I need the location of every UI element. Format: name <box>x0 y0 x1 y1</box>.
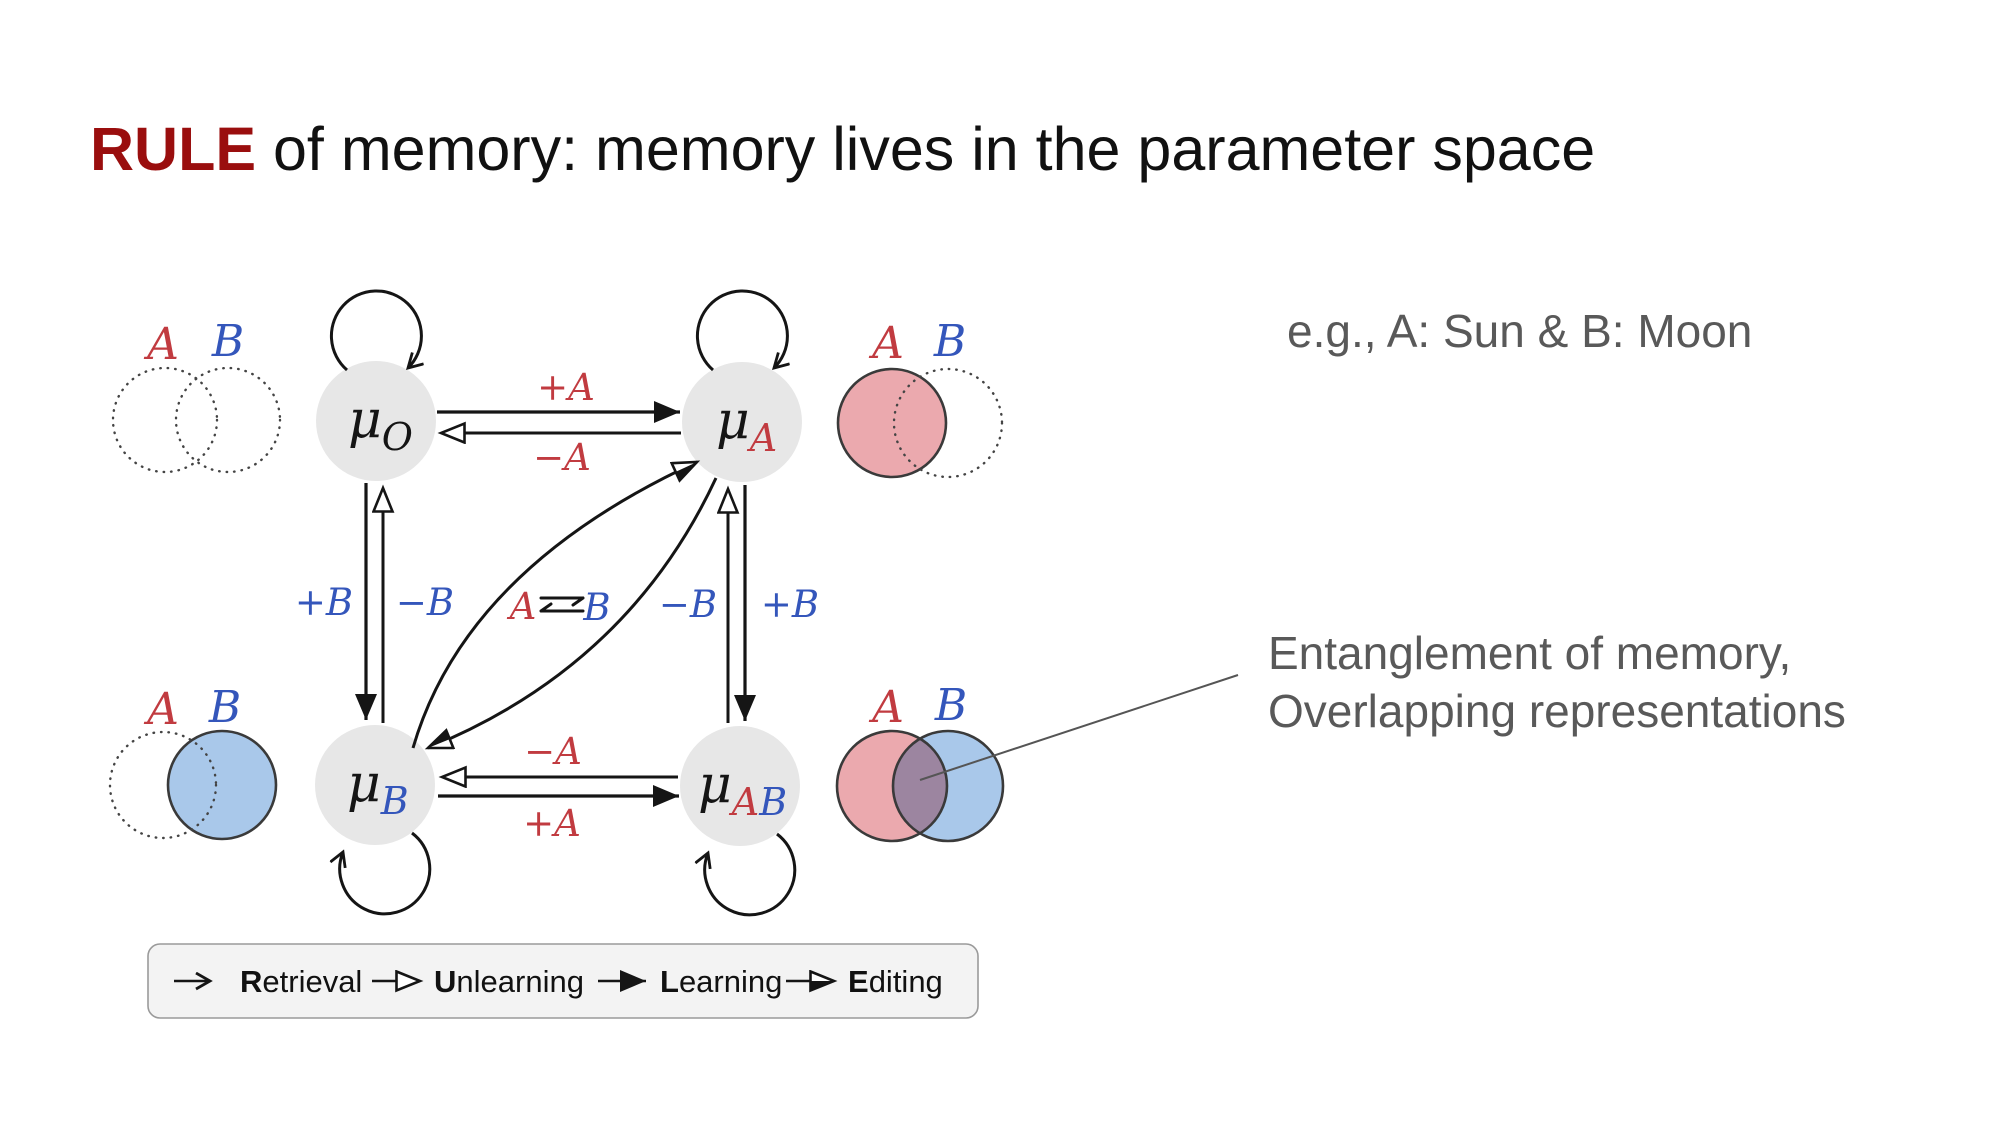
title-rest: of memory: memory lives in the parameter… <box>256 115 1596 183</box>
entanglement-callout-line <box>919 674 1239 781</box>
venn-circle-a-dotted <box>111 366 219 474</box>
venn-circle-b-dotted <box>174 366 282 474</box>
venn-bottom-left: A B <box>108 682 278 841</box>
title-highlight: RULE <box>90 115 257 183</box>
venn-circle-a-outline <box>835 729 949 843</box>
exchange-label-b: B <box>582 586 610 629</box>
venn-top-right: A B <box>836 316 1004 479</box>
edge-label-minus-b-right: −B <box>659 583 717 626</box>
retrieval-loop-mu-b <box>340 831 432 916</box>
venn-label-b: B <box>211 316 244 367</box>
legend-box <box>147 943 979 1019</box>
page-title: RULE of memory: memory lives in the para… <box>90 116 1595 182</box>
venn-label-b: B <box>208 682 241 733</box>
node-mu-b <box>315 725 435 845</box>
venn-label-b: B <box>933 316 966 367</box>
venn-circle-a-filled <box>836 367 948 479</box>
venn-top-left: A B <box>111 316 282 474</box>
venn-bottom-right: A B <box>835 680 1005 843</box>
editing-curve-a-to-b <box>428 477 718 750</box>
edge-label-plus-b-left: +B <box>295 581 353 624</box>
venn-label-a: A <box>868 682 904 733</box>
node-label-mu-o: μO <box>348 390 413 459</box>
venn-label-a: A <box>868 318 904 369</box>
retrieval-loop-mu-a <box>695 289 787 372</box>
venn-circle-b-outline <box>891 729 1005 843</box>
edge-label-minus-a-top: −A <box>533 436 591 479</box>
entanglement-note: Entanglement of memory, Overlapping repr… <box>1268 624 1846 740</box>
venn-circle-a-dotted <box>108 730 218 840</box>
node-mu-a <box>682 362 802 482</box>
venn-circle-b-dotted <box>892 367 1004 479</box>
venn-label-b: B <box>934 680 967 731</box>
legend-item-learning: Learning <box>660 964 782 999</box>
entanglement-line-1: Entanglement of memory, <box>1268 627 1792 679</box>
venn-circle-b-filled <box>166 729 278 841</box>
entanglement-line-2: Overlapping representations <box>1268 685 1846 737</box>
node-label-mu-a: μA <box>716 391 777 460</box>
venn-label-a: A <box>143 319 179 370</box>
legend-item-editing: Editing <box>848 964 943 999</box>
legend-item-unlearning: Unlearning <box>434 964 584 999</box>
node-label-mu-ab: μAB <box>698 755 787 824</box>
venn-label-a: A <box>143 684 179 735</box>
legend: Retrieval Unlearning Learning Editing <box>147 943 979 1019</box>
rightleftharpoons-icon <box>539 596 585 613</box>
editing-curve-b-to-a <box>411 462 697 749</box>
example-note: e.g., A: Sun & B: Moon <box>1287 305 1753 357</box>
retrieval-loop-mu-o <box>329 289 421 372</box>
edge-label-exchange: A B <box>507 585 611 629</box>
node-mu-ab <box>680 726 800 846</box>
edge-label-plus-a-top: +A <box>537 366 595 409</box>
edge-label-plus-b-right: +B <box>761 583 819 626</box>
legend-item-retrieval: Retrieval <box>240 964 362 999</box>
edge-label-plus-a-bottom: +A <box>523 802 581 845</box>
exchange-label-a: A <box>507 585 537 628</box>
node-mu-o <box>316 361 436 481</box>
edge-label-minus-a-bottom: −A <box>524 730 582 773</box>
retrieval-loop-mu-ab <box>705 832 797 917</box>
edge-label-minus-b-left: −B <box>396 581 454 624</box>
node-label-mu-b: μB <box>347 754 409 823</box>
